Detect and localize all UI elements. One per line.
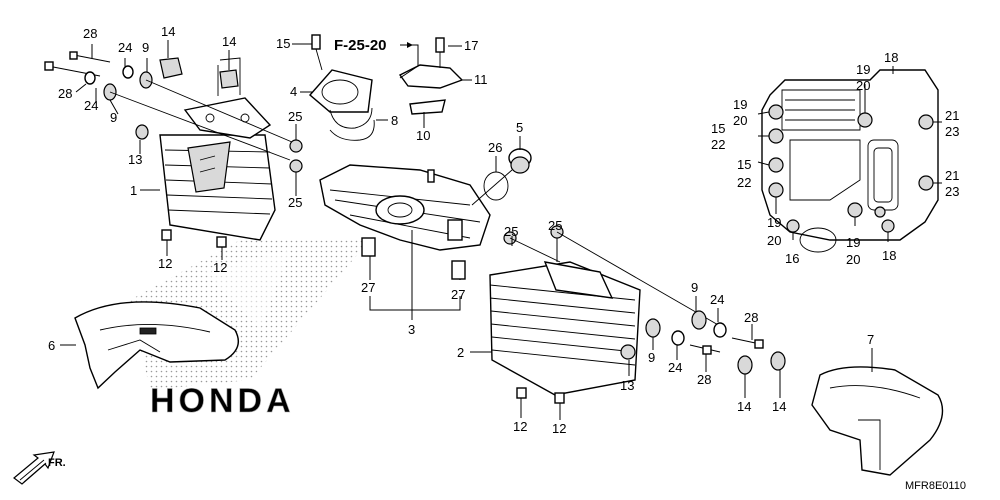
part-head-bracket (183, 57, 272, 139)
front-direction-arrow-icon (13, 451, 55, 485)
callout-13: 13 (128, 152, 142, 167)
callout-20: 20 (846, 252, 860, 267)
reference-leader (399, 44, 419, 79)
callout-20: 20 (733, 113, 747, 128)
callout-12: 12 (158, 256, 172, 271)
callout-27: 27 (451, 287, 465, 302)
callout-23: 23 (945, 184, 959, 199)
callout-2: 2 (457, 345, 464, 360)
hardware-upper-left (44, 51, 303, 173)
callout-18: 18 (884, 50, 898, 65)
callout-14: 14 (161, 24, 175, 39)
callout-7: 7 (867, 332, 874, 347)
part-5-plug (471, 148, 532, 206)
callout-28: 28 (58, 86, 72, 101)
reference-label: F-25-20 (334, 37, 387, 54)
callout-9: 9 (648, 350, 655, 365)
callout-19: 19 (767, 215, 781, 230)
callout-24: 24 (118, 40, 132, 55)
callout-17: 17 (464, 38, 478, 53)
callout-27: 27 (361, 280, 375, 295)
crankcase-top-view (761, 69, 939, 253)
callout-25: 25 (288, 195, 302, 210)
callout-21: 21 (945, 108, 959, 123)
part-7-right-side-cover (811, 366, 944, 476)
callout-14: 14 (737, 399, 751, 414)
callout-26: 26 (488, 140, 502, 155)
callout-20: 20 (856, 78, 870, 93)
callout-15: 15 (711, 121, 725, 136)
callout-25: 25 (288, 109, 302, 124)
callout-24: 24 (84, 98, 98, 113)
leader-lines (60, 40, 942, 420)
callout-28: 28 (83, 26, 97, 41)
part-27-dowels (361, 237, 466, 280)
callout-22: 22 (711, 137, 725, 152)
callout-24: 24 (668, 360, 682, 375)
callout-4: 4 (290, 84, 297, 99)
callout-20: 20 (767, 233, 781, 248)
part-6-left-side-cover (74, 301, 239, 390)
callout-8: 8 (391, 113, 398, 128)
part-2-cylinder-front (489, 225, 721, 404)
callout-9: 9 (142, 40, 149, 55)
callout-3: 3 (408, 322, 415, 337)
callout-12: 12 (213, 260, 227, 275)
callout-19: 19 (856, 62, 870, 77)
callout-22: 22 (737, 175, 751, 190)
callout-14: 14 (772, 399, 786, 414)
callout-10: 10 (416, 128, 430, 143)
callout-19: 19 (733, 97, 747, 112)
callout-12: 12 (552, 421, 566, 436)
callout-19: 19 (846, 235, 860, 250)
part-3-cylinder-head (319, 164, 491, 251)
callout-11: 11 (474, 72, 488, 87)
hardware-right (645, 310, 786, 375)
callout-14: 14 (222, 34, 236, 49)
callouts: 28 24 9 14 14 15 17 28 24 9 4 11 8 10 13… (48, 24, 959, 436)
callout-21: 21 (945, 168, 959, 183)
callout-5: 5 (516, 120, 523, 135)
callout-1: 1 (130, 183, 137, 198)
callout-12: 12 (513, 419, 527, 434)
part-1-cylinder-assembly (159, 134, 276, 248)
callout-9: 9 (691, 280, 698, 295)
callout-23: 23 (945, 124, 959, 139)
callout-6: 6 (48, 338, 55, 353)
callout-13: 13 (620, 378, 634, 393)
callout-18: 18 (882, 248, 896, 263)
callout-15: 15 (276, 36, 290, 51)
callout-28: 28 (744, 310, 758, 325)
callout-16: 16 (785, 251, 799, 266)
part-11-bracket (398, 37, 464, 115)
callout-25: 25 (504, 224, 518, 239)
callout-25: 25 (548, 218, 562, 233)
front-direction-label: FR. (48, 457, 66, 469)
callout-9: 9 (110, 110, 117, 125)
callout-15: 15 (737, 157, 751, 172)
callout-28: 28 (697, 372, 711, 387)
part-4-cover (309, 34, 375, 141)
diagram-code: MFR8E0110 (905, 480, 966, 492)
callout-24: 24 (710, 292, 724, 307)
honda-watermark-text: HONDA (150, 382, 295, 420)
